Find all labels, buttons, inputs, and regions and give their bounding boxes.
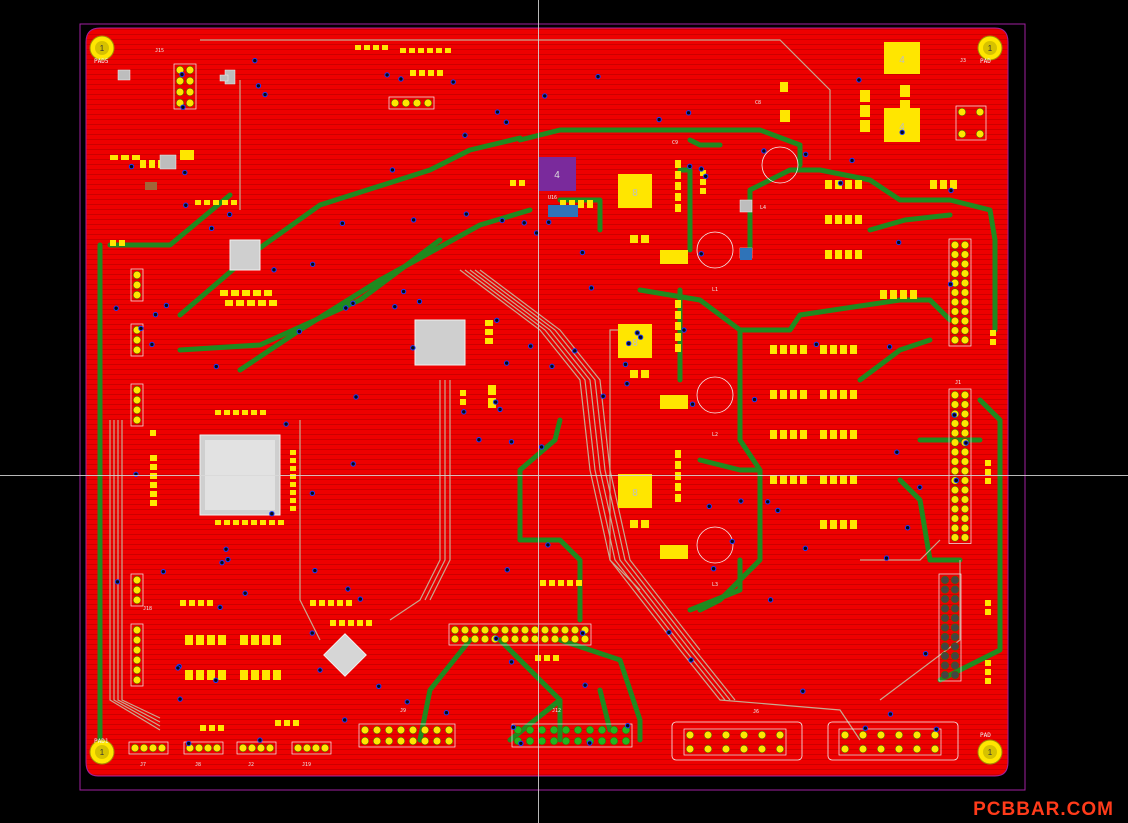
- ref-j19: J19: [302, 762, 312, 768]
- svg-text:4: 4: [899, 122, 905, 133]
- ref-l1: L1: [712, 287, 719, 293]
- board-outline: [79, 23, 1026, 791]
- hole-bottom-left[interactable]: 1: [89, 739, 115, 765]
- ref-u16: U16: [548, 195, 558, 201]
- hole-top-right[interactable]: 1: [977, 35, 1003, 61]
- header-j9[interactable]: [358, 723, 456, 748]
- header-center[interactable]: [448, 623, 592, 646]
- ref-j15: J15: [155, 48, 165, 54]
- signal-bus-traces: [109, 39, 961, 741]
- hole-pin-number: 1: [988, 44, 993, 53]
- ref-l3: L3: [712, 582, 719, 588]
- header-jp1[interactable]: [130, 268, 144, 302]
- watermark: PCBBAR.COM: [973, 799, 1114, 820]
- power-module-labels: 8 8 8 4 4 4: [554, 55, 905, 499]
- ref-j7: J7: [140, 762, 147, 768]
- crosshair-horizontal: [0, 475, 1128, 476]
- dsub-connectors[interactable]: [671, 721, 959, 761]
- qfp-ic-center: [414, 319, 466, 366]
- power-module-pads[interactable]: [618, 42, 920, 508]
- qfp-ic-bottom: [323, 633, 367, 677]
- ref-j12: J12: [552, 708, 562, 714]
- purple-ic-u16: [538, 157, 576, 191]
- header-j-right-bottom[interactable]: [938, 573, 962, 682]
- hole-top-left[interactable]: 1: [89, 35, 115, 61]
- hole-pin-number: 1: [100, 44, 105, 53]
- ref-l4: L4: [760, 205, 767, 211]
- hole-pin-number: 1: [988, 748, 993, 757]
- mounting-holes[interactable]: 1 1 1 1: [89, 35, 1003, 765]
- svg-text:4: 4: [899, 55, 905, 66]
- ref-j9: J9: [400, 708, 407, 714]
- header-j3[interactable]: [955, 105, 987, 141]
- header-top-small[interactable]: [388, 96, 435, 110]
- ref-j6: J6: [753, 709, 760, 715]
- inductor-outlines: [696, 146, 799, 564]
- ref-c9: C9: [672, 140, 679, 146]
- ref-j2: J2: [248, 762, 255, 768]
- hole-label-top-right: PAD: [980, 58, 991, 65]
- header-j19[interactable]: [291, 741, 332, 755]
- ref-j18: J18: [143, 606, 153, 612]
- hole-bottom-right[interactable]: 1: [977, 739, 1003, 765]
- header-j18[interactable]: [130, 623, 144, 687]
- ref-j8: J8: [195, 762, 202, 768]
- header-j-right-top[interactable]: [948, 238, 972, 347]
- header-j15[interactable]: [173, 63, 197, 110]
- ref-l2: L2: [712, 432, 719, 438]
- header-j12[interactable]: [511, 723, 633, 748]
- svg-text:8: 8: [632, 488, 638, 499]
- hole-label-top-left: PAD5: [94, 58, 109, 65]
- header-jp4[interactable]: [130, 573, 144, 607]
- copper-pour: [85, 27, 1009, 777]
- header-jp3[interactable]: [130, 383, 144, 427]
- smd-pads[interactable]: [110, 45, 996, 731]
- header-j7[interactable]: [128, 741, 169, 755]
- ref-j3: J3: [960, 58, 967, 64]
- crosshair-vertical: [538, 0, 539, 823]
- qfp-ic-small: [229, 239, 261, 271]
- hole-pin-number: 1: [100, 748, 105, 757]
- hole-label-bottom-left: PAD1: [94, 738, 109, 745]
- ref-j1: J1: [955, 380, 962, 386]
- svg-text:4: 4: [554, 170, 560, 181]
- dsub-j6-pins[interactable]: [683, 728, 787, 756]
- svg-text:8: 8: [632, 338, 638, 349]
- header-j2[interactable]: [236, 741, 277, 755]
- vias: [113, 57, 969, 747]
- hole-label-bottom-right: PAD: [980, 732, 991, 739]
- ref-c8: C8: [755, 100, 762, 106]
- dsub-j-pins[interactable]: [838, 728, 942, 756]
- svg-text:8: 8: [632, 188, 638, 199]
